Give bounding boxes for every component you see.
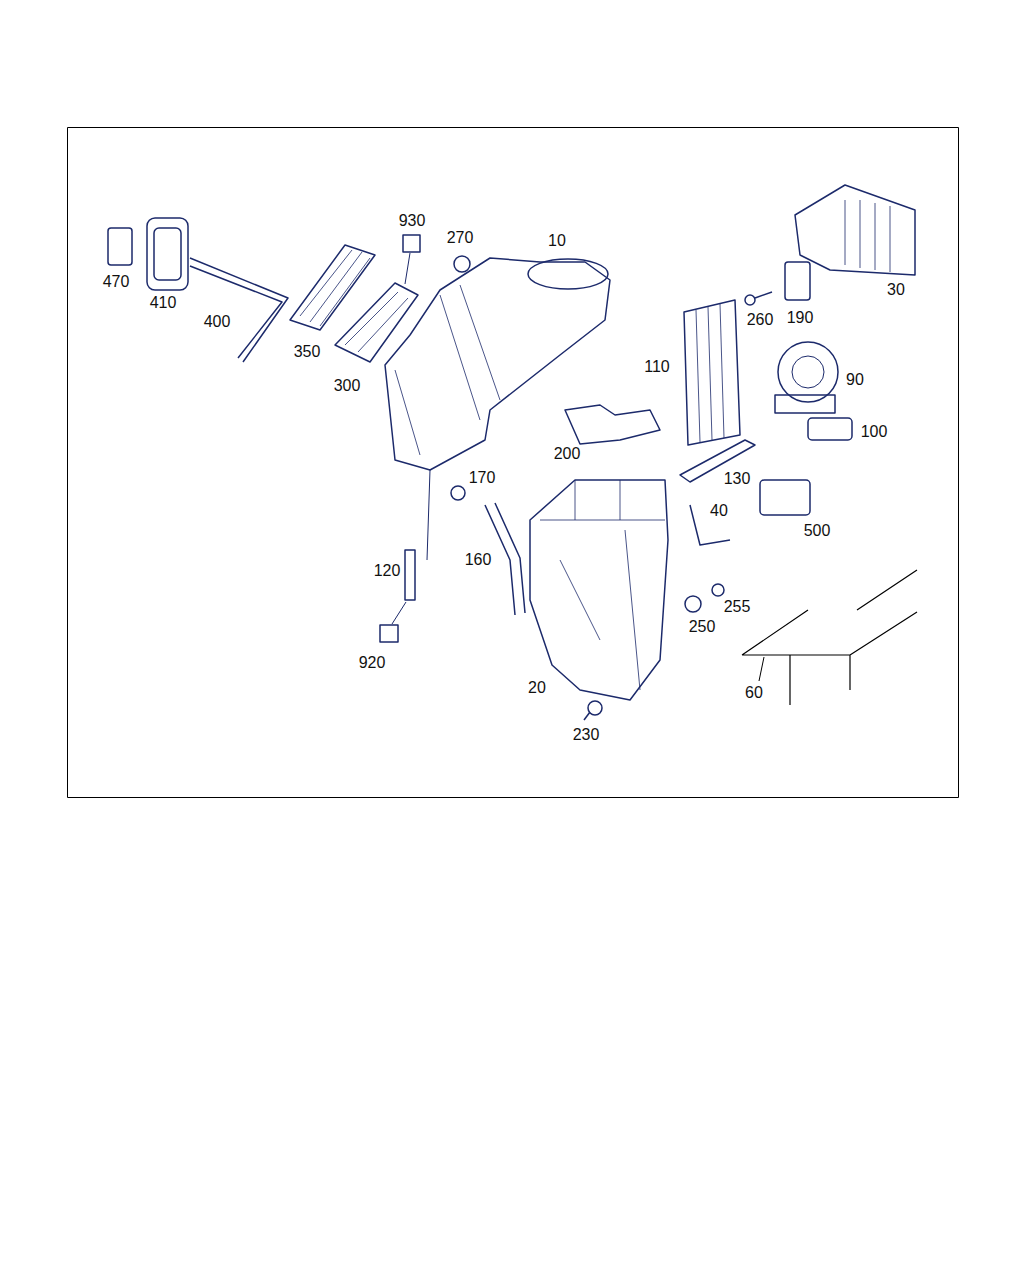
- part-930: [403, 235, 420, 252]
- part-90-base: [775, 395, 835, 413]
- callout-number: 930: [399, 213, 426, 229]
- callout-number: 250: [689, 619, 716, 635]
- part-30-fins: [845, 200, 890, 272]
- part-20-detail: [540, 480, 665, 690]
- part-10: [385, 258, 610, 470]
- part-170: [451, 486, 465, 500]
- frame: [68, 128, 959, 798]
- callout-number: 120: [374, 563, 401, 579]
- callout-number: 300: [334, 378, 361, 394]
- part-250: [685, 596, 701, 612]
- callout-number: 400: [204, 314, 231, 330]
- part-90-hub: [792, 356, 824, 388]
- callout-number: 110: [644, 359, 670, 375]
- part-100: [808, 418, 852, 440]
- leader-line: [405, 253, 410, 284]
- callout-number: 190: [787, 310, 814, 326]
- part-20: [530, 480, 668, 700]
- part-30: [795, 185, 915, 275]
- part-410-inner: [154, 228, 181, 280]
- part-110: [684, 300, 740, 445]
- part-300-detail: [345, 292, 408, 352]
- callout-number: 40: [710, 503, 728, 519]
- callout-number: 100: [861, 424, 888, 440]
- callout-number: 200: [554, 446, 581, 462]
- part-920: [380, 625, 398, 642]
- part-270: [454, 256, 470, 272]
- callout-number: 10: [548, 233, 566, 249]
- part-190: [785, 262, 810, 300]
- callout-number: 410: [150, 295, 177, 311]
- part-260: [745, 295, 755, 305]
- callout-number: 500: [804, 523, 831, 539]
- callout-number: 260: [747, 312, 774, 328]
- callout-number: 160: [465, 552, 492, 568]
- part-120-wire: [427, 470, 430, 560]
- part-90: [778, 342, 838, 402]
- callout-number: 60: [745, 685, 763, 701]
- part-410: [147, 218, 188, 290]
- callout-number: 470: [103, 274, 130, 290]
- part-470: [108, 228, 132, 265]
- part-60: [742, 570, 917, 705]
- part-400: [190, 258, 288, 362]
- part-110-pleats: [696, 304, 724, 442]
- callout-number: 920: [359, 655, 386, 671]
- part-300: [335, 283, 418, 362]
- part-260-shank: [755, 292, 772, 298]
- part-200: [565, 405, 660, 444]
- part-350-fins: [300, 250, 370, 326]
- part-230-shank: [584, 712, 590, 720]
- part-120: [405, 550, 415, 600]
- leader-line: [759, 657, 764, 681]
- part-255: [712, 584, 724, 596]
- callout-number: 270: [447, 230, 474, 246]
- callout-number: 230: [573, 727, 600, 743]
- part-500: [760, 480, 810, 515]
- callout-number: 170: [469, 470, 496, 486]
- callout-number: 350: [294, 344, 321, 360]
- part-10-ring: [528, 259, 608, 289]
- callout-number: 30: [887, 282, 905, 298]
- callout-number: 90: [846, 372, 864, 388]
- callout-number: 255: [724, 599, 751, 615]
- callout-number: 130: [724, 471, 751, 487]
- part-10-detail: [395, 285, 500, 455]
- leader-line: [392, 602, 406, 624]
- callout-number: 20: [528, 680, 546, 696]
